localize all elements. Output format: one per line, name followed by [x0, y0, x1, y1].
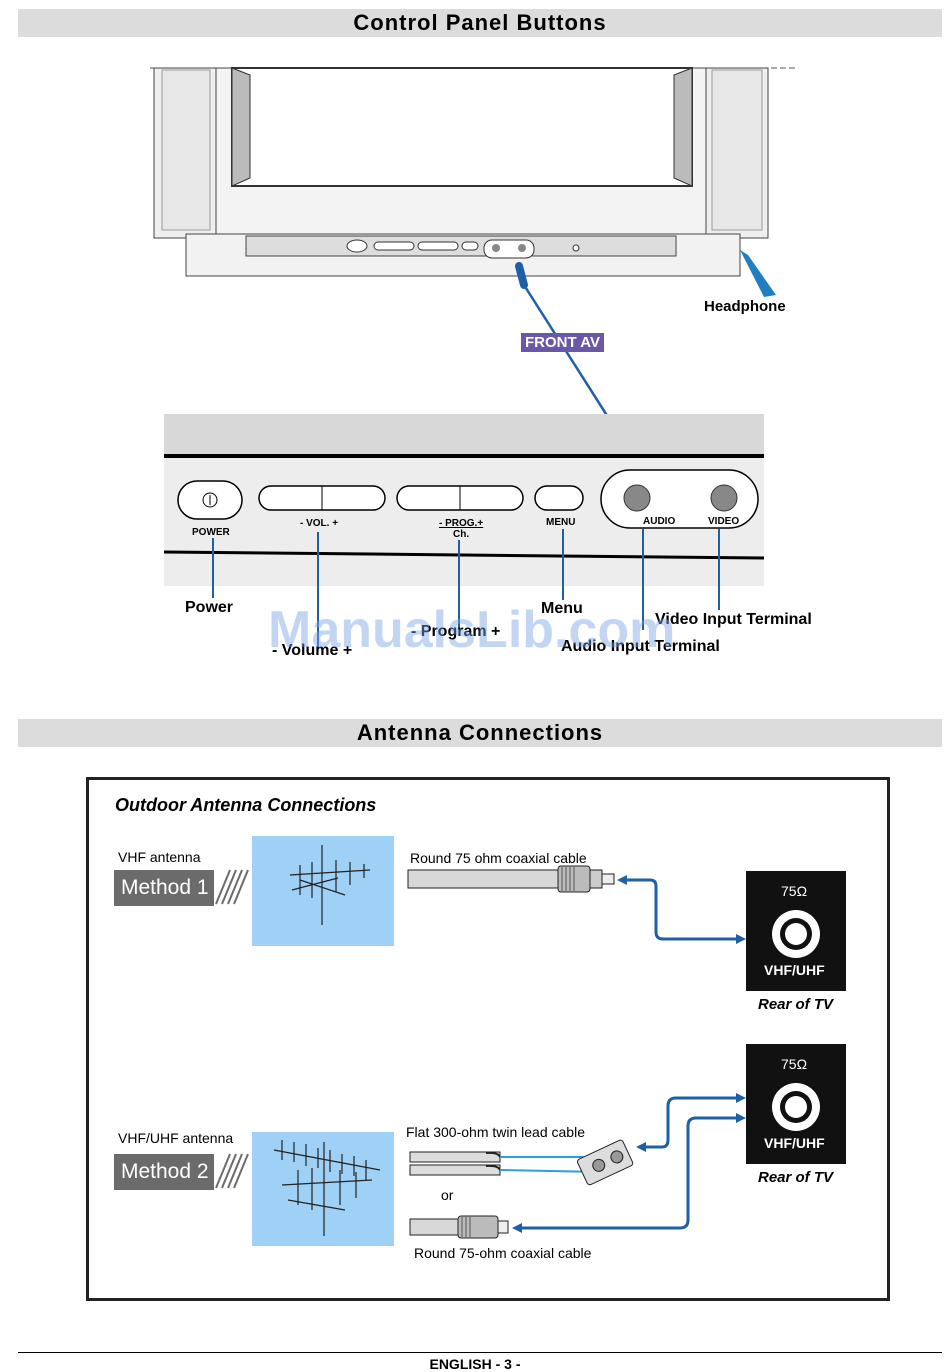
front-av-badge: FRONT AV	[521, 333, 604, 352]
callout-menu: Menu	[541, 600, 583, 617]
footer-divider	[18, 1352, 942, 1353]
panel-power-label: POWER	[192, 527, 230, 538]
callout-power: Power	[185, 599, 234, 616]
method2-flat-cable-label: Flat 300-ohm twin lead cable	[406, 1124, 585, 1140]
callout-audio-input: Audio Input Terminal	[561, 638, 720, 655]
section-title-antenna: Antenna Connections	[18, 719, 942, 747]
control-panel-closeup	[163, 414, 765, 648]
rear-panel2-port: VHF/UHF	[764, 1135, 825, 1151]
method2-tag: Method 2	[114, 1154, 214, 1190]
callout-program: - Program +	[411, 623, 501, 640]
rear-panel1-caption: Rear of TV	[758, 996, 834, 1013]
page-footer: ENGLISH - 3 -	[429, 1356, 521, 1372]
method1-tag: Method 1	[114, 870, 214, 906]
panel-prog-label: - PROG.+	[439, 518, 484, 529]
callout-video-input: Video Input Terminal	[655, 611, 812, 628]
panel-vol-label: - VOL. +	[300, 518, 339, 529]
antenna-diagram-box	[86, 777, 890, 1301]
tv-front-illustration	[150, 67, 795, 481]
method2-or-label: or	[441, 1187, 454, 1203]
panel-video-label: VIDEO	[708, 516, 740, 527]
watermark: ManualsLib.com	[268, 601, 676, 659]
rear-panel1-ohm: 75Ω	[781, 883, 808, 899]
method1-cable-label: Round 75 ohm coaxial cable	[410, 850, 587, 866]
callout-volume: - Volume +	[272, 642, 353, 659]
section-title-control-panel: Control Panel Buttons	[18, 9, 942, 37]
rear-panel2-ohm: 75Ω	[781, 1056, 808, 1072]
method2-antenna-label: VHF/UHF antenna	[118, 1130, 234, 1146]
antenna-box-title: Outdoor Antenna Connections	[115, 795, 377, 815]
method1-antenna-label: VHF antenna	[118, 849, 201, 865]
panel-audio-label: AUDIO	[643, 516, 676, 527]
panel-ch-label: Ch.	[453, 529, 470, 540]
method2-round-cable-label: Round 75-ohm coaxial cable	[414, 1245, 592, 1261]
rear-panel2-caption: Rear of TV	[758, 1169, 834, 1186]
panel-menu-label: MENU	[546, 517, 576, 528]
headphone-label: Headphone	[704, 298, 786, 315]
rear-panel1-port: VHF/UHF	[764, 962, 825, 978]
